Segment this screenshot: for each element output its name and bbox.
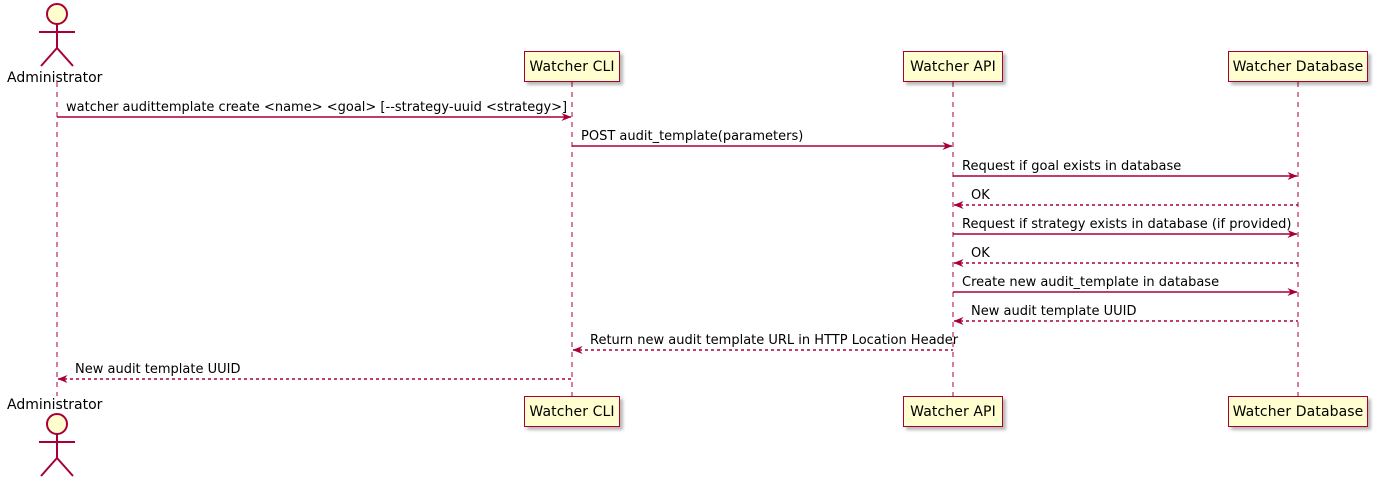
message-label-3: Request if goal exists in database (962, 159, 1182, 174)
participant-label: Watcher CLI (529, 58, 615, 75)
participant-label: Watcher API (910, 58, 996, 75)
message-label-8: New audit template UUID (971, 304, 1137, 319)
actor-label-administrator-top: Administrator (7, 70, 102, 86)
participant-label: Watcher CLI (529, 403, 615, 420)
actor-name: Administrator (7, 70, 103, 86)
message-label-1: watcher audittemplate create <name> <goa… (66, 100, 568, 115)
participant-label: Watcher Database (1232, 58, 1364, 75)
actor-administrator-bottom-figure (39, 413, 75, 477)
participant-box-watcher-database-top[interactable]: Watcher Database (1228, 51, 1368, 82)
message-label-10: New audit template UUID (75, 362, 241, 377)
actor-name: Administrator (7, 397, 103, 413)
message-label-4: OK (971, 188, 990, 203)
message-label-5: Request if strategy exists in database (… (962, 217, 1292, 232)
messages-group (57, 113, 1298, 383)
message-label-7: Create new audit_template in database (962, 275, 1220, 290)
participant-box-watcher-cli-top[interactable]: Watcher CLI (524, 51, 620, 82)
actor-administrator-top-figure (39, 3, 75, 67)
participant-box-watcher-cli-bottom[interactable]: Watcher CLI (524, 396, 620, 427)
participant-box-watcher-api-top[interactable]: Watcher API (903, 51, 1003, 82)
message-label-6: OK (971, 246, 990, 261)
lifelines-group (56, 82, 1299, 396)
message-label-9: Return new audit template URL in HTTP Lo… (590, 333, 959, 348)
participant-label: Watcher API (910, 403, 996, 420)
participant-box-watcher-api-bottom[interactable]: Watcher API (903, 396, 1003, 427)
participant-label: Watcher Database (1232, 403, 1364, 420)
actor-label-administrator-bottom: Administrator (7, 397, 102, 413)
participant-box-watcher-database-bottom[interactable]: Watcher Database (1228, 396, 1368, 427)
message-label-2: POST audit_template(parameters) (581, 129, 804, 144)
